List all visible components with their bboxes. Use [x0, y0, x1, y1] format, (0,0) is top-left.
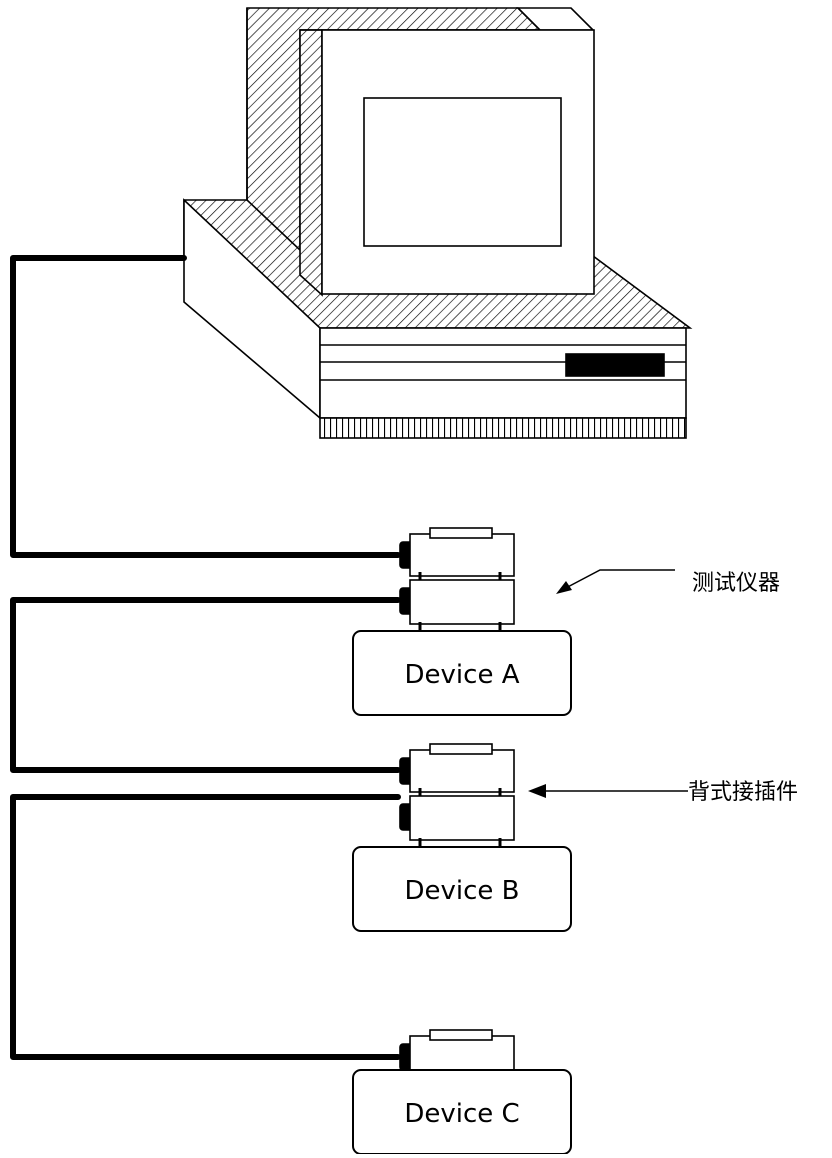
monitor-screen — [363, 97, 562, 247]
callout-instrument: 测试仪器 — [556, 569, 780, 596]
monitor-side — [299, 29, 323, 297]
callout-connector-arrowhead — [528, 784, 546, 798]
cable-computer-to-a — [10, 255, 401, 558]
device-a-label: Device A — [405, 660, 520, 690]
callout-instrument-label: 测试仪器 — [692, 571, 780, 596]
callout-instrument-arrowhead — [556, 581, 572, 594]
cable-a-to-b — [10, 597, 401, 773]
computer-icon — [183, 7, 693, 439]
connector-top-a — [399, 527, 515, 580]
connector-bottom-a — [399, 579, 515, 630]
device-a-box: Device A — [352, 630, 572, 716]
cable-b-to-c — [10, 794, 401, 1060]
base-unit-vents — [319, 417, 687, 439]
device-b-box: Device B — [352, 846, 572, 932]
device-b-label: Device B — [404, 876, 519, 906]
device-c-box: Device C — [352, 1069, 572, 1155]
callout-instrument-leader — [561, 569, 675, 591]
bus-cables — [10, 255, 401, 1060]
device-c-label: Device C — [404, 1099, 519, 1129]
callout-connector-label: 背式接插件 — [688, 780, 798, 805]
callout-connector: 背式接插件 — [528, 780, 798, 805]
connector-top-b — [399, 743, 515, 796]
connector-bottom-b — [399, 795, 515, 846]
disk-slot — [565, 353, 665, 377]
